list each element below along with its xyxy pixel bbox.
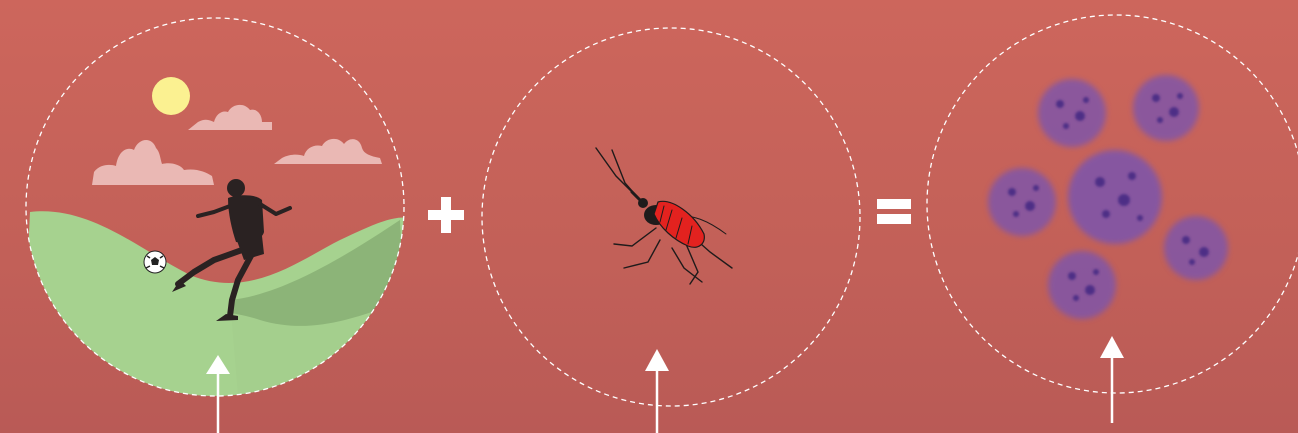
outdoor-activity-panel <box>20 18 410 433</box>
infected-cell <box>1048 251 1116 319</box>
soccer-ball-icon <box>144 251 166 273</box>
pointer-arrow <box>645 349 669 433</box>
infected-cell <box>988 168 1056 236</box>
sun-icon <box>152 77 190 115</box>
infected-cell <box>1068 150 1162 244</box>
infected-cell <box>1038 79 1106 147</box>
infected-cell <box>1164 216 1228 280</box>
mosquito-icon <box>596 148 732 284</box>
mosquito-panel <box>482 28 860 433</box>
plus-operator <box>428 197 464 233</box>
cloud-icon <box>92 140 214 185</box>
parasite-cells-panel <box>927 15 1298 423</box>
equals-operator <box>877 199 911 224</box>
pointer-arrow <box>1100 336 1124 423</box>
infected-cell <box>1133 75 1199 141</box>
cloud-icon <box>188 105 272 130</box>
cloud-icon <box>274 139 382 164</box>
blood-cell-cluster <box>988 75 1228 319</box>
